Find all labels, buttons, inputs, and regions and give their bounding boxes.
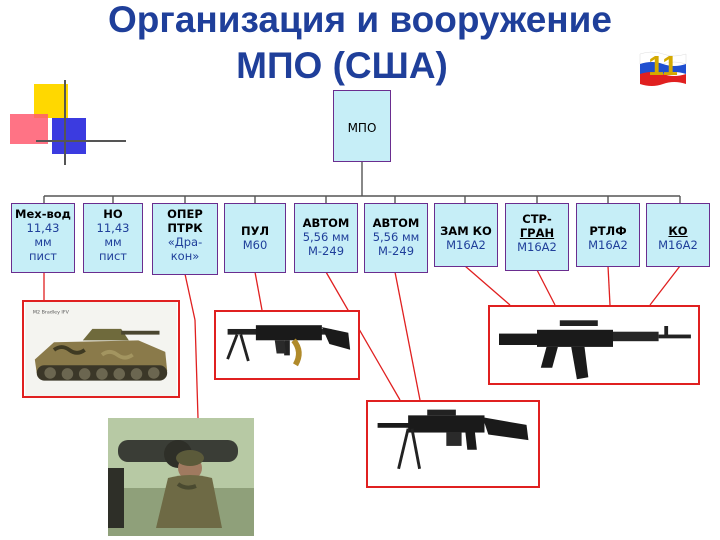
unit-line: ПТРК	[167, 221, 203, 235]
slide-number-badge: 11	[638, 48, 688, 88]
unit-line: кон»	[170, 249, 200, 263]
unit-head: КО	[668, 224, 688, 238]
root-node-mpo: МПО	[333, 90, 391, 162]
unit-line: М-249	[377, 244, 415, 258]
unit-line: М16А2	[446, 238, 486, 252]
unit-line: М-249	[307, 244, 345, 258]
unit-head: РТЛФ	[589, 224, 627, 238]
unit-line: 11,43	[26, 221, 60, 235]
unit-head: АВТОМ	[372, 216, 420, 230]
unit-line: пист	[28, 249, 57, 263]
unit-head: Мех-вод	[15, 207, 71, 221]
dragon-atgm-soldier-photo	[108, 418, 254, 536]
unit-line: «Дра-	[167, 235, 203, 249]
unit-box-str-gran: СТР- ГРАН М16А2	[505, 203, 569, 271]
unit-line: 5,56 мм	[372, 230, 420, 244]
decorative-blue-square	[52, 118, 86, 154]
m60-machine-gun-icon	[218, 312, 356, 378]
unit-line: ГРАН	[519, 226, 555, 240]
decorative-red-square	[10, 114, 48, 144]
unit-box-oper: ОПЕР ПТРК «Дра- кон»	[152, 203, 218, 275]
unit-box-zam-ko: ЗАМ КО М16А2	[434, 203, 498, 267]
slide-number: 11	[648, 50, 678, 81]
unit-line: М16А2	[517, 240, 557, 254]
unit-line: М60	[242, 238, 268, 252]
unit-head: ЗАМ КО	[440, 224, 492, 238]
unit-box-pul: ПУЛ М60	[224, 203, 286, 273]
dragon-atgm-soldier-icon	[108, 418, 254, 536]
slide-title-line-1: Организация и вооружение	[108, 0, 612, 40]
unit-head: АВТОМ	[302, 216, 350, 230]
m249-machine-gun-icon	[369, 402, 537, 486]
unit-head: СТР-	[522, 212, 552, 226]
unit-line: пист	[98, 249, 127, 263]
m16a2-rifle-icon	[493, 307, 695, 383]
ifv-vehicle-photo: M2 Bradley IFV	[22, 300, 180, 398]
unit-box-avtom-1: АВТОМ 5,56 мм М-249	[294, 203, 358, 273]
decorative-horizontal-line	[36, 140, 126, 142]
unit-head: ОПЕР	[167, 207, 203, 221]
unit-line: М16А2	[588, 238, 628, 252]
unit-line: мм	[104, 235, 122, 249]
m16a2-rifle-photo	[488, 305, 700, 385]
unit-line: М16А2	[658, 238, 698, 252]
m60-machine-gun-photo	[214, 310, 360, 380]
decorative-vertical-line	[64, 80, 66, 165]
m249-machine-gun-photo	[366, 400, 540, 488]
unit-head: НО	[103, 207, 123, 221]
svg-text:M2 Bradley IFV: M2 Bradley IFV	[33, 310, 70, 316]
unit-box-avtom-2: АВТОМ 5,56 мм М-249	[364, 203, 428, 273]
decorative-yellow-square	[34, 84, 68, 118]
unit-box-rtlf: РТЛФ М16А2	[576, 203, 640, 267]
ifv-vehicle-icon: M2 Bradley IFV	[25, 302, 177, 396]
russian-flag-icon	[639, 51, 687, 86]
unit-box-no: НО 11,43 мм пист	[83, 203, 143, 273]
slide-title-line-2: МПО (США)	[236, 45, 448, 86]
unit-line: мм	[34, 235, 52, 249]
unit-head: ПУЛ	[240, 224, 270, 238]
unit-line: 11,43	[96, 221, 130, 235]
unit-box-mech-vod: Мех-вод 11,43 мм пист	[11, 203, 75, 273]
unit-box-ko: КО М16А2	[646, 203, 710, 267]
unit-line: 5,56 мм	[302, 230, 350, 244]
